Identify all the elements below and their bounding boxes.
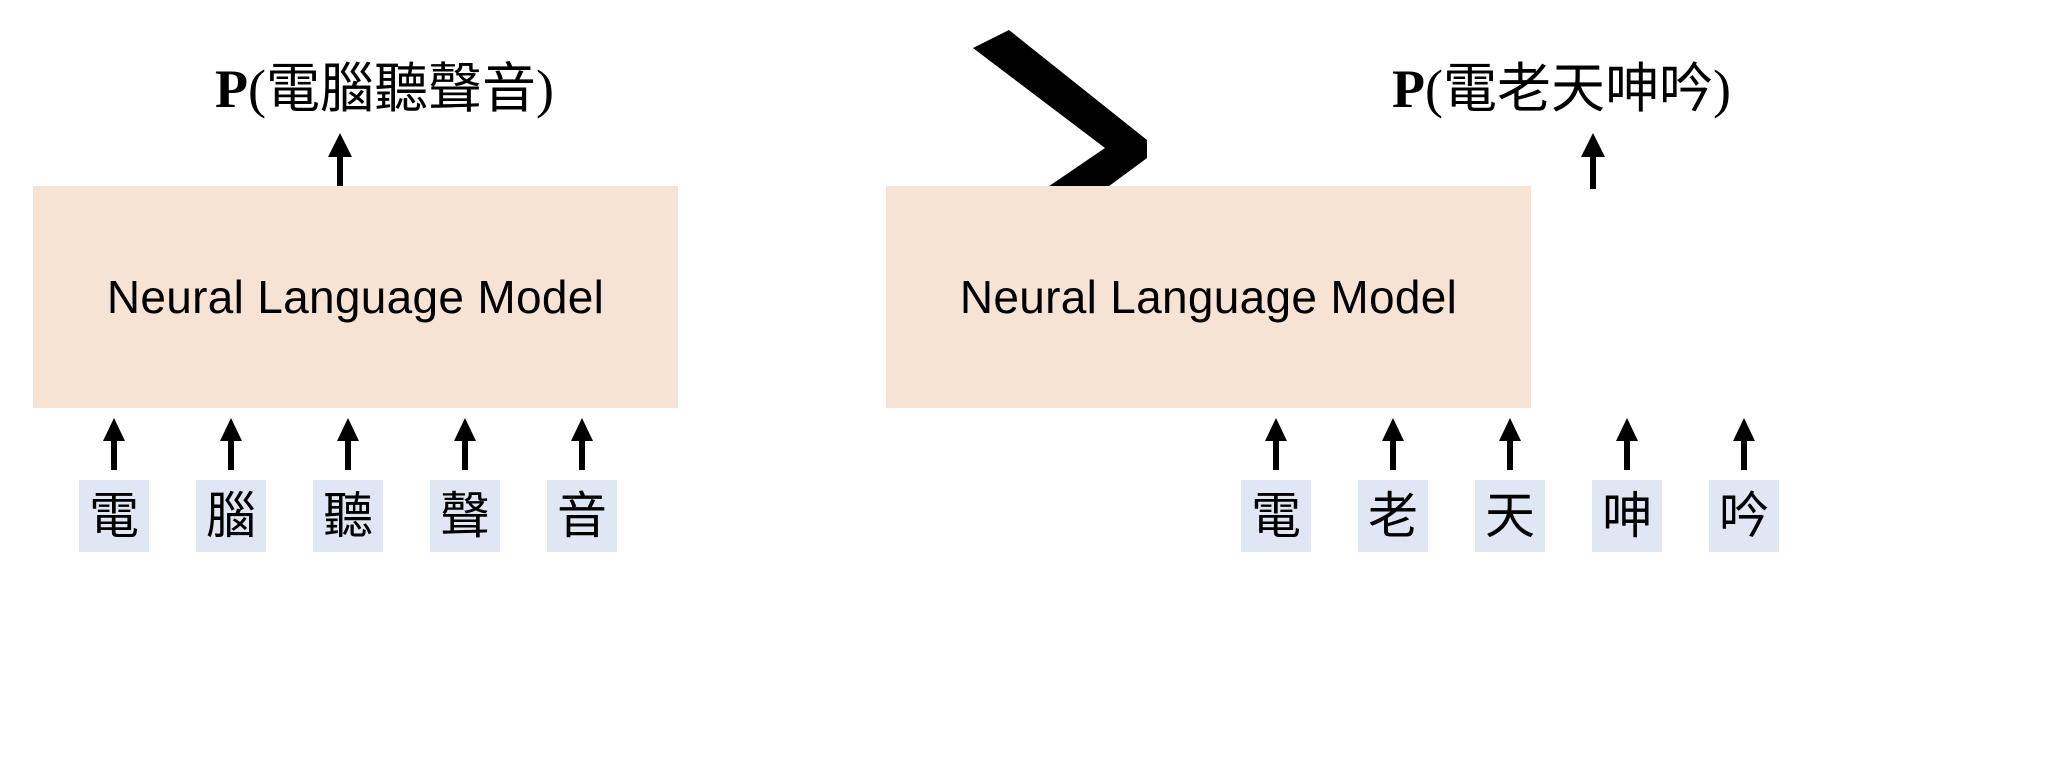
right-token-0[interactable]: 電 (1241, 480, 1311, 552)
right-probability-close-paren: ) (1712, 59, 1731, 119)
up-arrow-icon (1733, 418, 1755, 470)
left-token-2[interactable]: 聽 (313, 480, 383, 552)
left-probability-close-paren: ) (535, 59, 554, 119)
up-arrow-icon (1265, 418, 1287, 470)
left-token-1[interactable]: 腦 (196, 480, 266, 552)
left-probability-function: P (215, 59, 248, 119)
up-arrow-icon (454, 418, 476, 470)
up-arrow-icon (1616, 418, 1638, 470)
up-arrow-icon (328, 133, 352, 189)
right-input-arrow-1 (1376, 418, 1410, 470)
right-probability-label: P(電老天呻吟) (1392, 59, 1731, 119)
up-arrow-icon (337, 418, 359, 470)
right-token-glyph-2: 天 (1485, 487, 1535, 545)
left-input-arrow-4 (565, 418, 599, 470)
right-probability-function: P (1392, 59, 1425, 119)
up-arrow-icon (103, 418, 125, 470)
left-model-box: Neural Language Model (33, 186, 678, 408)
right-token-glyph-3: 呻 (1602, 487, 1652, 545)
right-probability-open-paren: ( (1425, 59, 1443, 119)
right-token-glyph-0: 電 (1251, 487, 1301, 545)
left-token-glyph-3: 聲 (440, 487, 490, 545)
left-token-glyph-2: 聽 (323, 487, 373, 545)
right-output-arrow (1571, 133, 1615, 189)
right-token-glyph-1: 老 (1368, 487, 1418, 545)
up-arrow-icon (220, 418, 242, 470)
right-input-arrow-2 (1493, 418, 1527, 470)
right-input-arrow-4 (1727, 418, 1761, 470)
left-output-arrow (318, 133, 362, 189)
right-token-2[interactable]: 天 (1475, 480, 1545, 552)
up-arrow-icon (1382, 418, 1404, 470)
left-input-arrow-3 (448, 418, 482, 470)
right-input-arrow-0 (1259, 418, 1293, 470)
left-probability-label: P(電腦聽聲音) (215, 59, 554, 119)
up-arrow-icon (1581, 133, 1605, 189)
left-model-label: Neural Language Model (106, 271, 605, 323)
left-input-arrow-1 (214, 418, 248, 470)
right-input-arrow-3 (1610, 418, 1644, 470)
left-token-glyph-0: 電 (89, 487, 139, 545)
up-arrow-icon (571, 418, 593, 470)
right-model-box: Neural Language Model (886, 186, 1531, 408)
left-probability-sequence: 電腦聽聲音 (265, 57, 536, 120)
left-token-0[interactable]: 電 (79, 480, 149, 552)
left-token-3[interactable]: 聲 (430, 480, 500, 552)
left-input-arrow-2 (331, 418, 365, 470)
right-model-label: Neural Language Model (959, 271, 1458, 323)
right-probability-sequence: 電老天呻吟 (1442, 57, 1713, 120)
right-token-4[interactable]: 吟 (1709, 480, 1779, 552)
left-input-arrow-0 (97, 418, 131, 470)
right-token-glyph-4: 吟 (1719, 487, 1769, 545)
left-token-glyph-4: 音 (557, 487, 607, 545)
left-probability-open-paren: ( (248, 59, 266, 119)
left-token-4[interactable]: 音 (547, 480, 617, 552)
left-token-glyph-1: 腦 (206, 487, 256, 545)
right-token-1[interactable]: 老 (1358, 480, 1428, 552)
right-token-3[interactable]: 呻 (1592, 480, 1662, 552)
up-arrow-icon (1499, 418, 1521, 470)
